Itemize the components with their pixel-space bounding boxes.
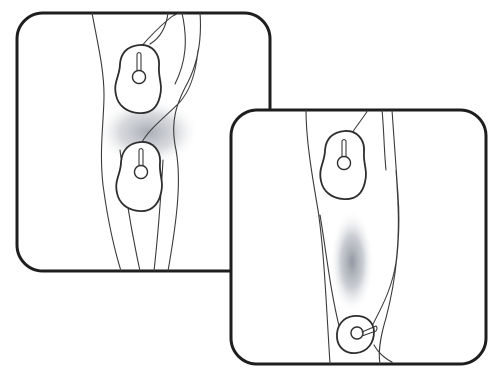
electrode-snap-icon [351,327,363,339]
electrode-pad-lower [116,142,162,211]
calf-highlight [330,210,374,314]
electrode-pad-upper [320,131,366,199]
calf-panel [231,110,486,364]
electrode-snap-icon [133,71,146,84]
electrode-snap-icon [135,166,148,179]
electrode-snap-icon [338,157,351,170]
electrode-pad-upper [115,45,161,113]
